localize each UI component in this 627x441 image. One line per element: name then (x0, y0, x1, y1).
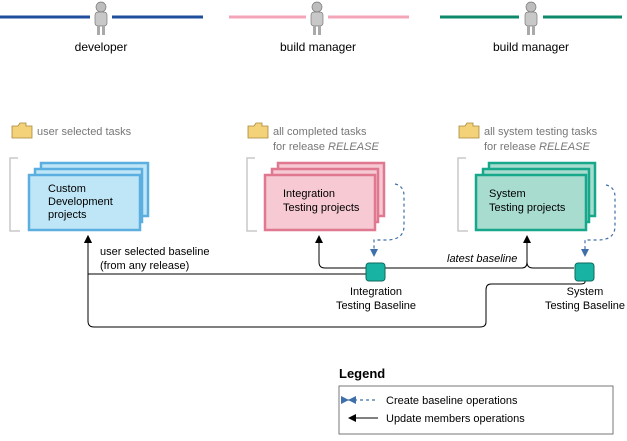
baseline-label-line: Integration (350, 286, 402, 298)
role-label: build manager (493, 40, 569, 54)
role-developer: developer (0, 1, 203, 54)
legend: Legend Create baseline operations Update… (338, 366, 614, 435)
baseline-label-line: System (567, 286, 604, 298)
folder-caption: all completed tasks (273, 126, 367, 138)
project-card (474, 173, 588, 232)
stack-label-line: System (489, 188, 526, 200)
legend-create-label: Create baseline operations (386, 395, 518, 407)
role-build-manager-2: build manager (440, 1, 622, 54)
project-card (27, 173, 142, 232)
user-selected-baseline-sublabel: (from any release) (100, 260, 189, 272)
integration-testing-baseline: Integration Testing Baseline (336, 262, 416, 312)
stack-label-line: Testing projects (283, 202, 360, 214)
project-card (263, 173, 377, 232)
role-build-manager-1: build manager (229, 1, 409, 54)
system-testing-baseline: System Testing Baseline (545, 262, 625, 312)
person-icon (310, 1, 324, 35)
folder-all-system-testing: all system testing tasks for release REL… (458, 122, 598, 153)
stack-label-line: projects (48, 209, 87, 221)
integration-testing-stack: Integration Testing projects (263, 161, 386, 232)
folder-icon (11, 122, 33, 139)
latest-baseline-label: latest baseline (447, 253, 517, 265)
baseline-icon (574, 262, 595, 282)
folder-icon (458, 122, 480, 139)
bracket-middle (246, 157, 257, 232)
baseline-label-line: Testing Baseline (545, 300, 625, 312)
bracket-right (457, 157, 468, 232)
baseline-icon (365, 262, 386, 282)
user-selected-baseline-label: user selected baseline (100, 246, 209, 258)
create-baseline-arrow-system (581, 184, 616, 257)
legend-title: Legend (339, 366, 385, 381)
stack-label-line: Testing projects (489, 202, 566, 214)
folder-caption-line2: for release RELEASE (484, 141, 590, 153)
stack-label-line: Custom (48, 183, 86, 195)
bracket-left (9, 157, 20, 232)
system-testing-stack: System Testing projects (474, 161, 597, 232)
folder-caption-line2: for release RELEASE (273, 141, 379, 153)
folder-icon (247, 122, 269, 139)
role-label: developer (75, 40, 128, 54)
custom-development-stack: Custom Development projects (27, 161, 150, 232)
legend-update-label: Update members operations (386, 413, 525, 425)
update-arrow-to-integration-stack (315, 235, 366, 269)
role-label: build manager (280, 40, 356, 54)
folder-caption: user selected tasks (37, 126, 132, 138)
folder-user-selected: user selected tasks (11, 122, 132, 139)
baseline-label-line: Testing Baseline (336, 300, 416, 312)
folder-caption: all system testing tasks (484, 126, 598, 138)
person-icon (94, 1, 108, 35)
update-arrow-to-custom-dev-from-system (84, 235, 586, 328)
stack-label-line: Development (48, 196, 113, 208)
folder-all-completed: all completed tasks for release RELEASE (247, 122, 379, 153)
create-baseline-arrow-integration (370, 183, 405, 257)
person-icon (524, 1, 538, 35)
legend-box (338, 385, 614, 435)
update-arrow-system-to-system-stack (526, 261, 574, 269)
stack-label-line: Integration (283, 188, 335, 200)
